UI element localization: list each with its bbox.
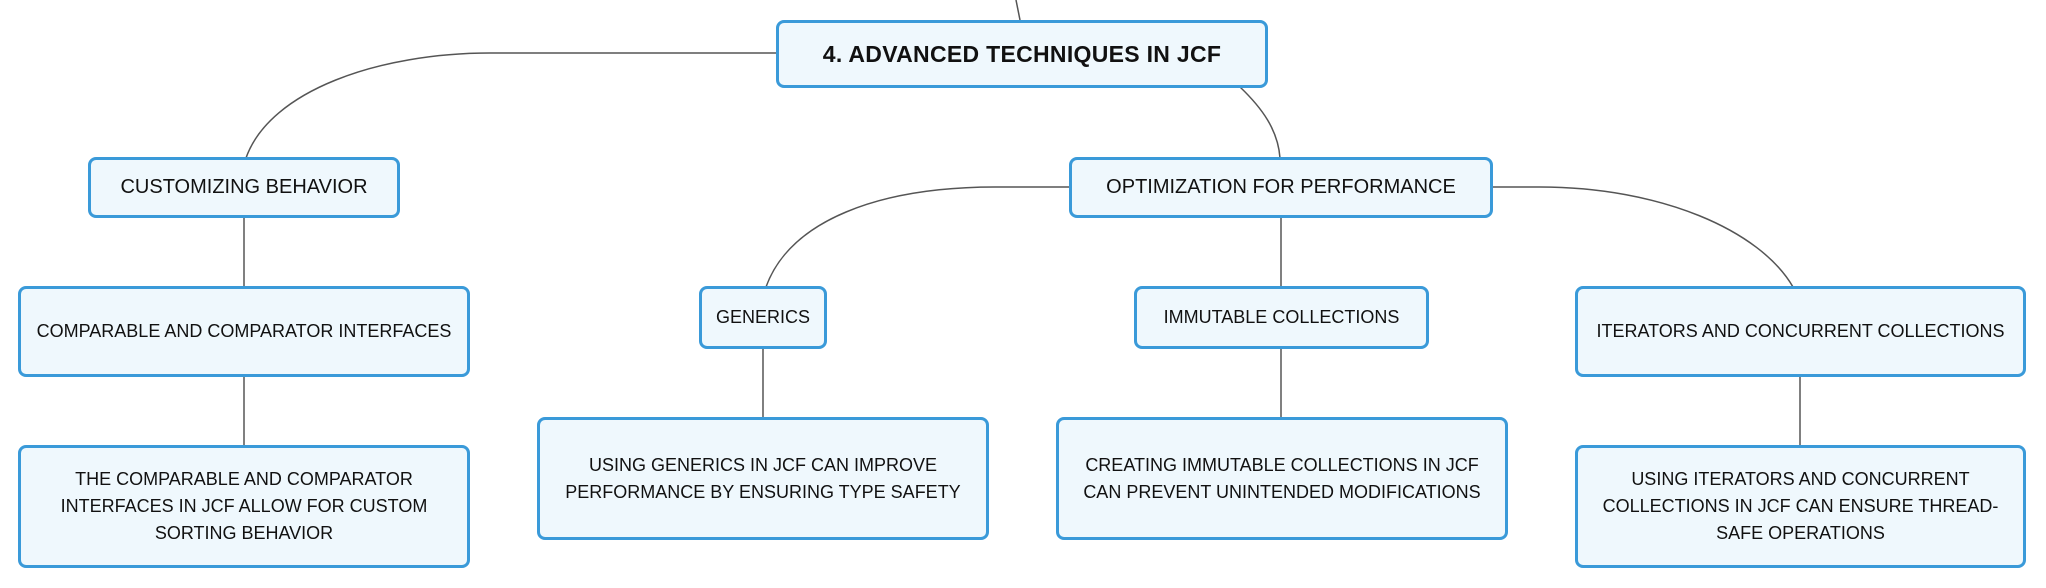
optimization-performance-node[interactable]: OPTIMIZATION FOR PERFORMANCE	[1069, 157, 1493, 218]
immutable-detail-label: CREATING IMMUTABLE COLLECTIONS IN JCF CA…	[1083, 454, 1481, 502]
connector-parent-root	[1015, 0, 1021, 21]
immutable-detail-node[interactable]: CREATING IMMUTABLE COLLECTIONS IN JCF CA…	[1056, 417, 1508, 540]
generics-label: GENERICS	[715, 307, 811, 327]
connector-root-customizing	[245, 52, 776, 159]
iterators-detail-label: USING ITERATORS AND CONCURRENT COLLECTIO…	[1602, 469, 1999, 543]
iterators-concurrent-label: ITERATORS AND CONCURRENT COLLECTIONS	[1596, 321, 2005, 341]
comparable-detail-node[interactable]: THE COMPARABLE AND COMPARATOR INTERFACES…	[18, 445, 470, 568]
generics-node[interactable]: GENERICS	[699, 286, 827, 349]
comparable-detail-label: THE COMPARABLE AND COMPARATOR INTERFACES…	[60, 469, 428, 543]
root-label: 4. ADVANCED TECHNIQUES IN JCF	[822, 40, 1222, 67]
comparable-comparator-label: COMPARABLE AND COMPARATOR INTERFACES	[36, 321, 452, 341]
optimization-performance-label: OPTIMIZATION FOR PERFORMANCE	[1106, 176, 1456, 198]
connector-root-optimization	[1239, 86, 1281, 159]
immutable-collections-label: IMMUTABLE COLLECTIONS	[1163, 307, 1400, 327]
iterators-detail-node[interactable]: USING ITERATORS AND CONCURRENT COLLECTIO…	[1575, 445, 2026, 568]
generics-detail-node[interactable]: USING GENERICS IN JCF CAN IMPROVE PERFOR…	[537, 417, 989, 540]
customizing-behavior-node[interactable]: CUSTOMIZING BEHAVIOR	[88, 157, 400, 218]
root-node[interactable]: 4. ADVANCED TECHNIQUES IN JCF	[776, 20, 1268, 88]
generics-detail-label: USING GENERICS IN JCF CAN IMPROVE PERFOR…	[565, 454, 961, 502]
comparable-comparator-node[interactable]: COMPARABLE AND COMPARATOR INTERFACES	[18, 286, 470, 377]
immutable-collections-node[interactable]: IMMUTABLE COLLECTIONS	[1134, 286, 1429, 349]
connector-optimization-generics	[765, 186, 1070, 288]
customizing-behavior-label: CUSTOMIZING BEHAVIOR	[120, 176, 368, 198]
connector-optimization-iterators	[1492, 186, 1794, 288]
iterators-concurrent-node[interactable]: ITERATORS AND CONCURRENT COLLECTIONS	[1575, 286, 2026, 377]
